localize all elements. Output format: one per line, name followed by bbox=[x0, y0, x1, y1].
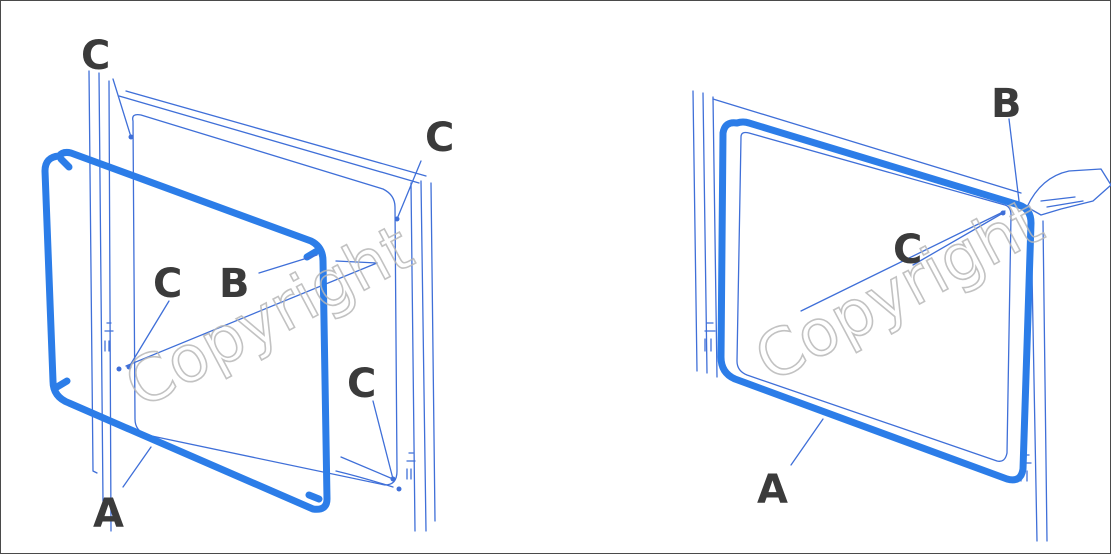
left-panel: C C C B C A bbox=[41, 33, 454, 537]
right-label-b: B bbox=[991, 81, 1022, 127]
left-label-c-center: C bbox=[153, 261, 182, 307]
left-label-a: A bbox=[93, 491, 124, 537]
left-oven-frame bbox=[88, 70, 436, 532]
left-label-b: B bbox=[219, 261, 250, 307]
right-panel: B C A bbox=[692, 81, 1111, 542]
right-label-a: A bbox=[757, 467, 788, 513]
watermark-left: Copyright bbox=[114, 211, 425, 423]
left-leaders bbox=[112, 78, 422, 488]
left-label-c-lower: C bbox=[347, 361, 376, 407]
right-leaders bbox=[790, 118, 1020, 466]
right-label-c: C bbox=[893, 227, 922, 273]
right-door-seal bbox=[717, 118, 1035, 484]
left-label-c-right: C bbox=[425, 115, 454, 161]
left-label-c-top: C bbox=[81, 33, 110, 79]
left-door-seal bbox=[41, 148, 331, 513]
